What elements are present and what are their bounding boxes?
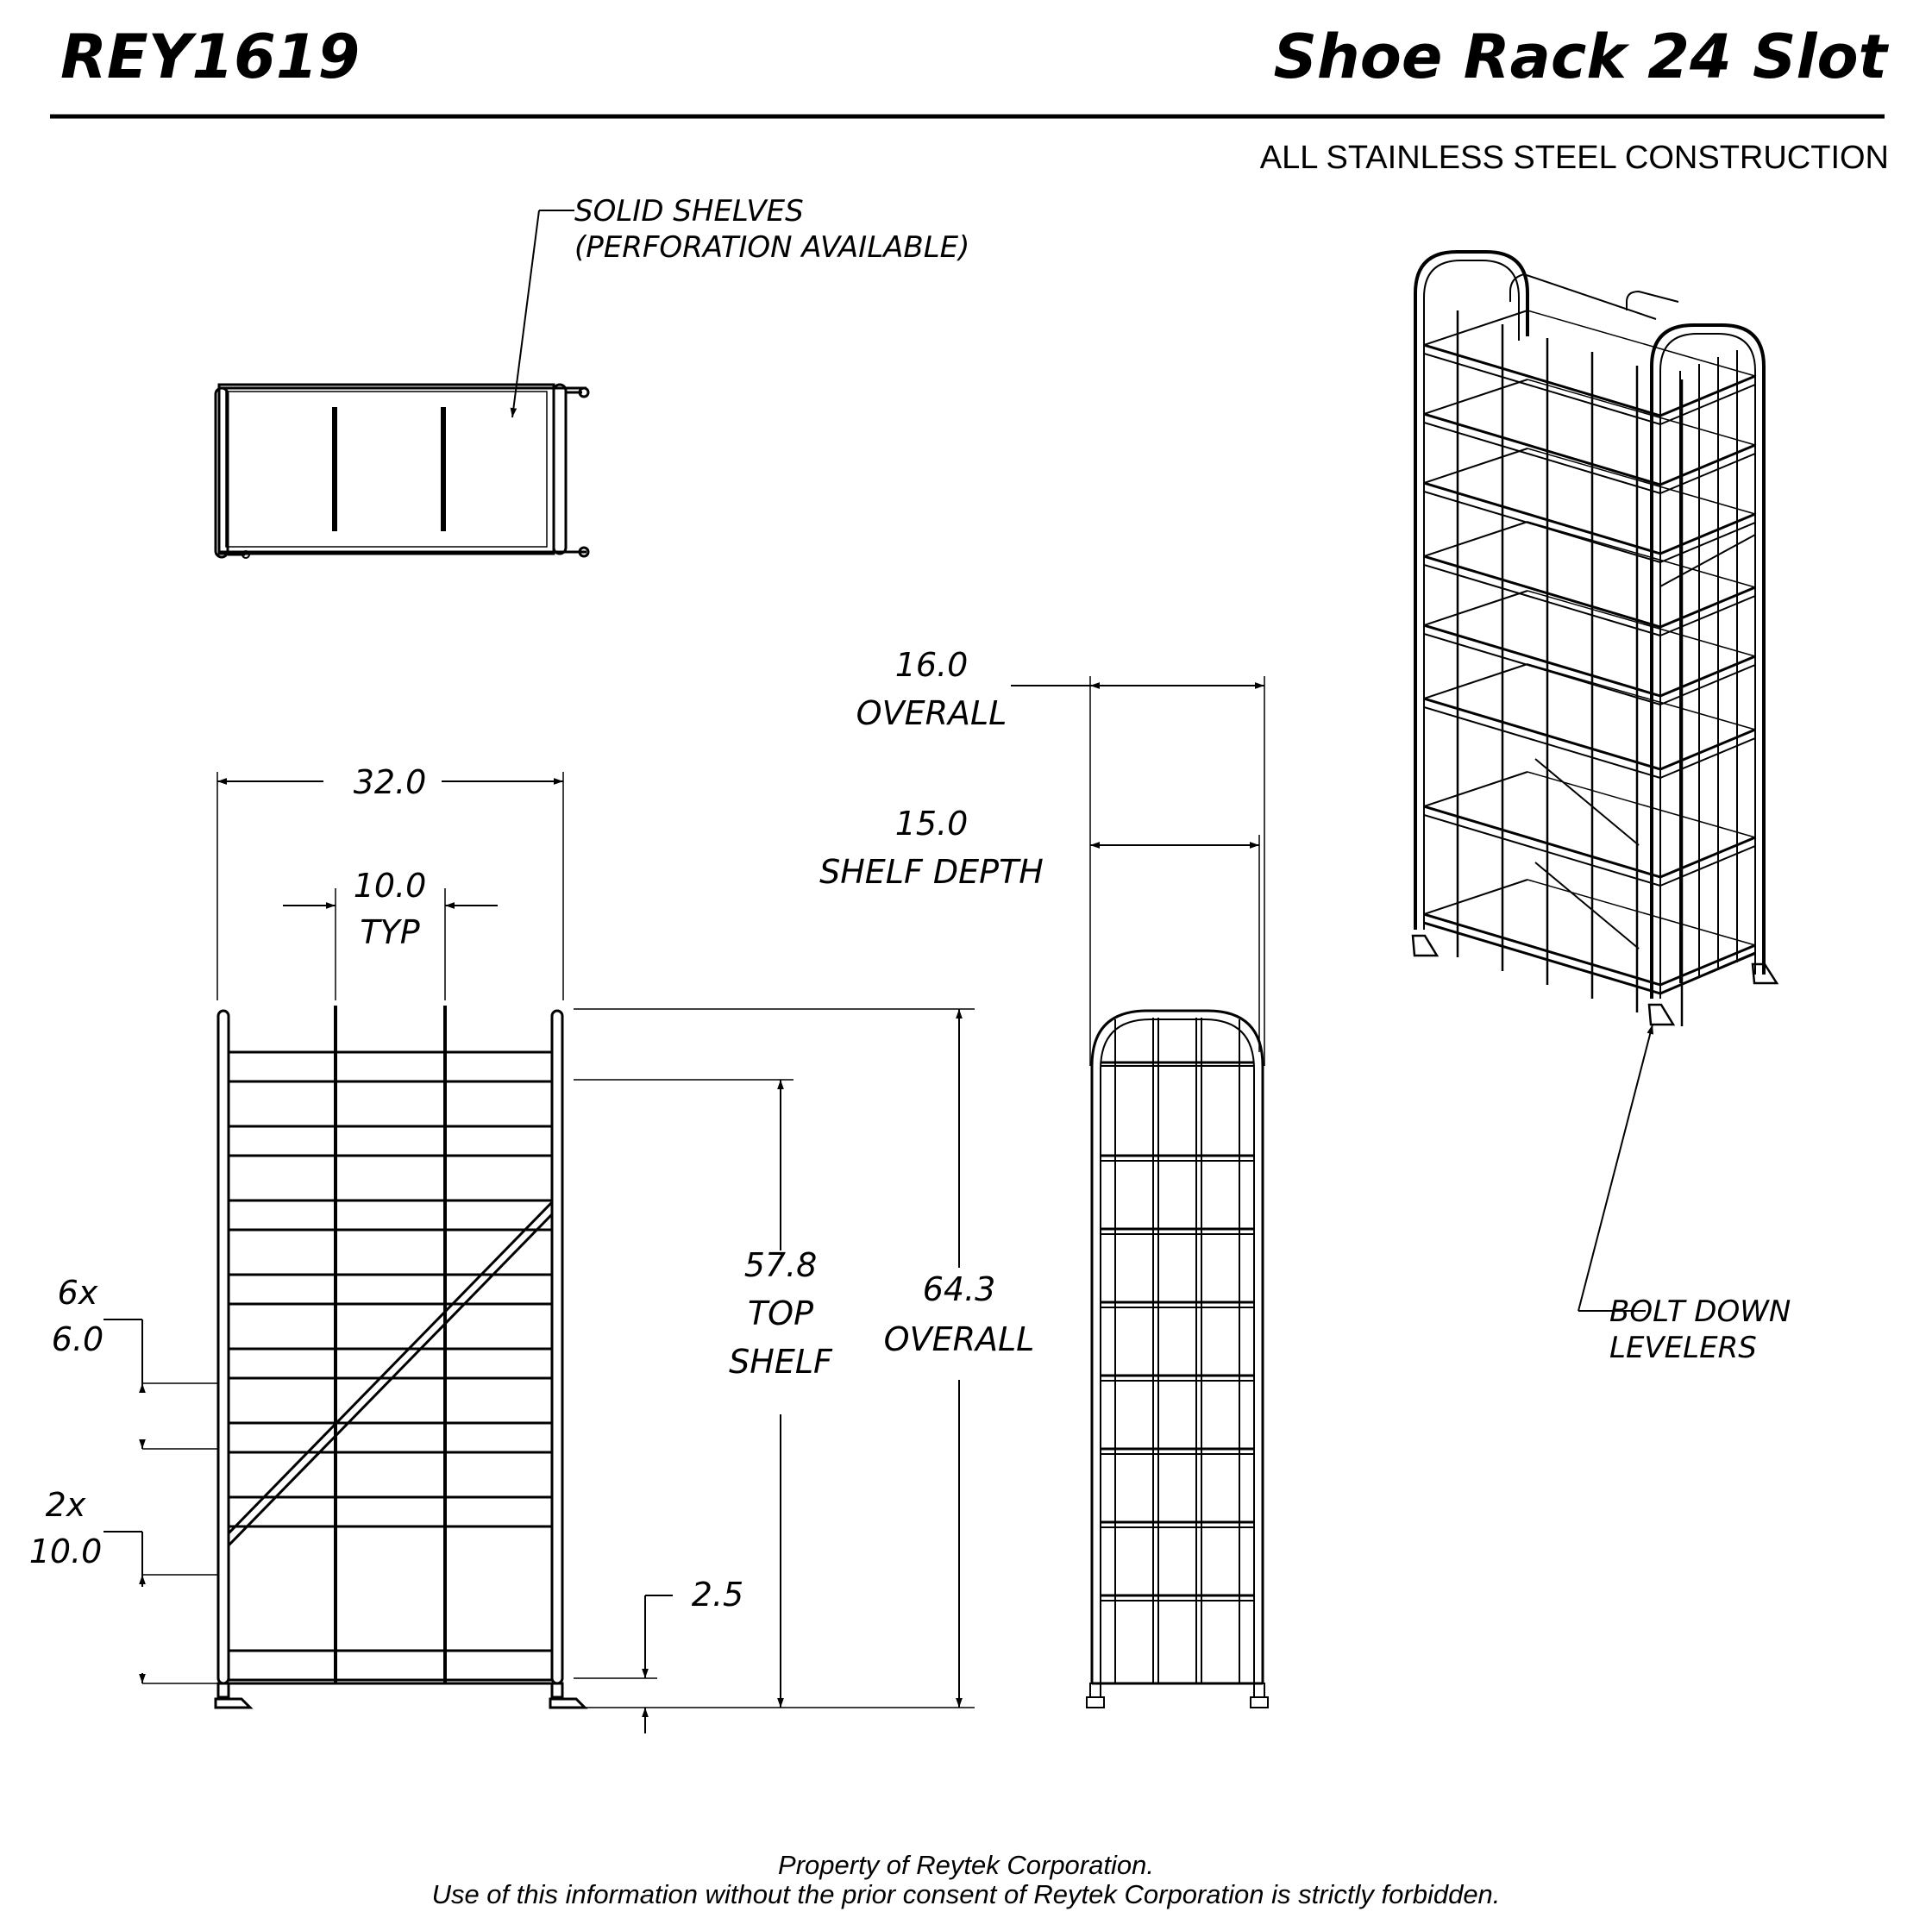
- drawing-stroke: [1423, 879, 1528, 915]
- spacing-small-count: 6x: [58, 1274, 98, 1312]
- overall-depth-value: 16.0: [895, 646, 969, 684]
- drawing-stroke: [1659, 655, 1756, 698]
- drawing-stroke: [1423, 310, 1528, 346]
- divider-value: 10.0: [354, 867, 427, 905]
- levelers-note-2: LEVELERS: [1609, 1331, 1757, 1365]
- top-shelf-note-1: TOP: [748, 1294, 813, 1332]
- drawing-stroke: [1423, 912, 1661, 987]
- drawing-stroke: [1423, 805, 1661, 879]
- divider-note: TYP: [360, 913, 419, 951]
- drawing-stroke: [1659, 512, 1756, 555]
- drawing-stroke: [1659, 586, 1756, 629]
- drawing-stroke: [1527, 663, 1756, 730]
- drawing-stroke: [1659, 728, 1756, 771]
- top-shelf-note-2: SHELF: [729, 1343, 833, 1381]
- spacing-small-value: 6.0: [52, 1320, 104, 1358]
- drawing-stroke: [1423, 521, 1528, 557]
- shelves-note-1: SOLID SHELVES: [574, 194, 804, 229]
- drawing-stroke: [1423, 481, 1661, 555]
- drawing-stroke: [1534, 862, 1640, 950]
- base-clearance-value: 2.5: [692, 1576, 743, 1614]
- spacing-large-count: 2x: [46, 1486, 86, 1524]
- drawing-stroke: [1423, 412, 1661, 486]
- drawing-stroke: [1423, 448, 1528, 484]
- drawing-stroke: [1423, 555, 1661, 629]
- overall-depth-note: OVERALL: [856, 694, 1007, 732]
- model-number: REY1619: [60, 22, 360, 92]
- levelers-note-1: BOLT DOWN: [1609, 1294, 1791, 1329]
- front-view: [214, 1006, 588, 1709]
- product-title: Shoe Rack 24 Slot: [1274, 22, 1890, 92]
- footer-disclaimer: Use of this information without the prio…: [432, 1879, 1501, 1909]
- drawing-stroke: [1659, 595, 1756, 636]
- drawing-stroke: [1423, 422, 1661, 494]
- drawing-stroke: [1659, 453, 1756, 494]
- drawing-stroke: [1659, 443, 1756, 486]
- footer-property: Property of Reytek Corporation.: [778, 1850, 1154, 1880]
- shelf-depth-note: SHELF DEPTH: [819, 853, 1044, 891]
- drawing-stroke: [1423, 624, 1661, 698]
- isometric-view: [1411, 250, 1779, 1026]
- drawing-stroke: [1527, 521, 1756, 588]
- spacing-large-value: 10.0: [29, 1533, 103, 1570]
- top-view: [214, 383, 590, 559]
- top-shelf-value: 57.8: [744, 1246, 818, 1284]
- drawing-stroke: [1659, 534, 1756, 587]
- drawing-stroke: [1527, 310, 1756, 377]
- drawing-stroke: [1423, 353, 1661, 425]
- width-value: 32.0: [354, 763, 427, 801]
- drawing-stroke: [1527, 879, 1756, 946]
- drawing-stroke: [1423, 590, 1528, 626]
- drawing-stroke: [1423, 663, 1528, 699]
- overall-height-value: 64.3: [923, 1270, 996, 1308]
- overall-height-note: OVERALL: [884, 1320, 1035, 1358]
- drawing-stroke: [1423, 706, 1661, 779]
- shelves-note-2: (PERFORATION AVAILABLE): [574, 230, 969, 265]
- drawing-stroke: [1659, 845, 1756, 887]
- drawing-stroke: [1659, 374, 1756, 417]
- shelves-leader-arrow: [510, 210, 540, 418]
- drawing-stroke: [1423, 491, 1661, 563]
- drawing-stroke: [1659, 836, 1756, 879]
- drawing-stroke: [1659, 943, 1756, 987]
- drawing-stroke: [1659, 384, 1756, 425]
- drawing-stroke: [1423, 771, 1528, 807]
- side-view: [1086, 1009, 1269, 1708]
- drawing-stroke: [1423, 697, 1661, 771]
- shelf-depth-value: 15.0: [895, 805, 969, 843]
- drawing-stroke: [1423, 814, 1661, 887]
- drawing-stroke: [1423, 633, 1661, 705]
- drawing-stroke: [1534, 758, 1640, 846]
- drawing-stroke: [1659, 522, 1756, 563]
- drawing-stroke: [1423, 379, 1528, 415]
- construction-note: ALL STAINLESS STEEL CONSTRUCTION: [1260, 140, 1889, 176]
- drawing-stroke: [1423, 564, 1661, 636]
- drawing-stroke: [1659, 737, 1756, 779]
- drawing-stroke: [1423, 343, 1661, 417]
- levelers-leader-arrow: [1578, 1024, 1653, 1312]
- drawing-stroke: [1659, 664, 1756, 705]
